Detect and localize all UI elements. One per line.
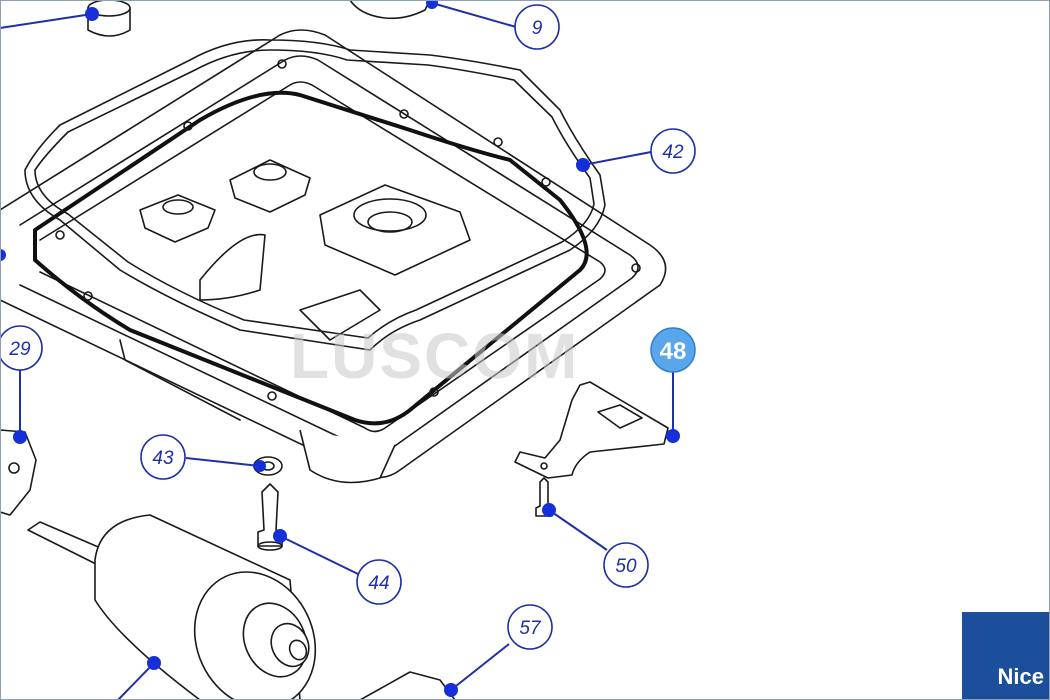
gasket-ring [24,39,606,351]
callout-43[interactable]: 43 [140,434,186,480]
callout-label: 50 [615,556,637,577]
callout-label: 9 [532,18,543,39]
leader-lines [0,2,674,700]
callout-48-highlighted[interactable]: 48 [650,327,696,373]
leader-dots [0,0,680,697]
brand-name: Nice [997,664,1044,689]
callout-label: 44 [368,573,389,594]
base-tray [0,29,667,484]
motor-part [27,514,317,700]
callout-label: 42 [662,142,684,163]
top-bracket-part [349,0,431,20]
callout-label: 48 [660,338,687,365]
watermark: LUSCOM [290,320,579,392]
callout-29[interactable]: 29 [0,325,43,371]
side-bracket-part [0,429,37,516]
callout-42[interactable]: 42 [650,128,696,174]
callout-50[interactable]: 50 [603,542,649,588]
callout-57[interactable]: 57 [507,604,553,650]
callout-label: 29 [8,339,31,360]
bottom-block-part [359,671,456,700]
callout-9[interactable]: 9 [514,4,560,50]
callout-label: 57 [519,618,542,639]
bracket-plate-part [514,381,669,479]
nice-brand-logo: Nice [962,612,1050,700]
callout-label: 43 [152,448,174,469]
callout-44[interactable]: 44 [356,559,402,605]
